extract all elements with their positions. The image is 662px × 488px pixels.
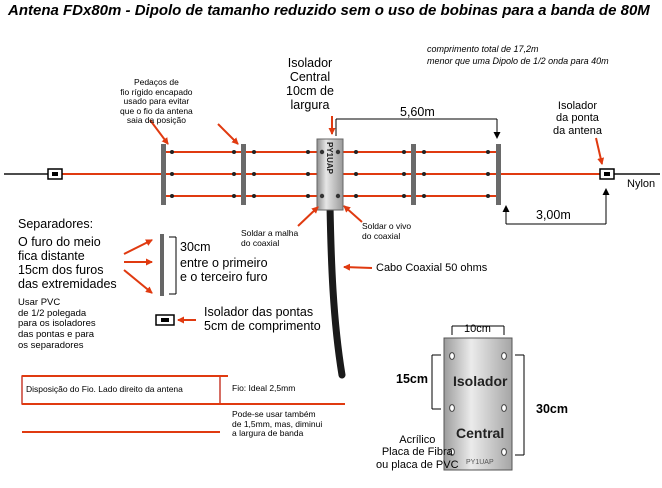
page-title: Antena FDx80m - Dipolo de tamanho reduzi…	[8, 2, 650, 19]
solder-center-label: Soldar o vivo do coaxial	[362, 221, 412, 241]
end-insulator-right	[599, 168, 615, 180]
wire-length-dimension: 5,60m	[400, 105, 435, 119]
spacer-length: 30cm	[180, 240, 211, 254]
wire-spec-label: Fio: Ideal 2,5mm	[232, 383, 296, 393]
spacer-illustration	[160, 234, 164, 296]
insulator-detail	[443, 337, 513, 471]
insulator-hole-spacing-label: 15cm	[396, 372, 428, 386]
wire-layout-label: Disposição do Fio. Lado direito da anten…	[26, 384, 183, 394]
tip-insulator-note: Isolador das pontas 5cm de comprimento	[204, 305, 321, 333]
wire-layout-box	[21, 375, 345, 433]
rigid-wire-label: Pedaços de fio rígido encapado usado par…	[120, 77, 193, 126]
pvc-material-note: Usar PVC de 1/2 polegada para os isolado…	[18, 297, 96, 351]
insulator-width-label: 10cm	[464, 323, 491, 335]
callsign-label: PY1UAP	[324, 142, 334, 175]
nylon-length-dimension: 3,00m	[536, 208, 571, 222]
nylon-label: Nylon	[627, 178, 656, 190]
solder-shield-label: Soldar a malha do coaxial	[241, 228, 299, 248]
wire-alternative-note: Pode-se usar também de 1,5mm, mas, dimin…	[232, 409, 323, 439]
insulator-text-bottom: Central	[456, 425, 505, 441]
width-bracket	[451, 325, 505, 335]
spacer-hole-spacing: entre o primeiro e o terceiro furo	[180, 256, 268, 284]
center-insulator-label: Isolador Central 10cm de largura	[286, 56, 334, 112]
tip-insulator-label: Isolador da ponta da antena	[553, 100, 602, 137]
hole-spacing-bracket	[431, 354, 441, 410]
center-insulator-holes	[319, 149, 341, 199]
height-bracket	[515, 354, 525, 456]
comparison-note: menor que uma Dipolo de 1/2 onda para 40…	[427, 56, 609, 66]
insulator-text-top: Isolador	[453, 373, 508, 389]
end-insulator-left	[47, 168, 63, 180]
total-length-note: comprimento total de 17,2m	[427, 44, 539, 54]
insulator-detail-holes	[449, 352, 507, 456]
callout-arrows	[123, 116, 605, 324]
spacers-description: O furo do meio fica distante 15cm dos fu…	[18, 235, 117, 291]
coax-cable-label: Cabo Coaxial 50 ohms	[376, 262, 488, 274]
coax-cable	[326, 201, 346, 379]
insulator-material-note: Acrílico Placa de Fibra ou placa de PVC	[376, 434, 459, 471]
spacers-heading: Separadores:	[18, 217, 94, 231]
wire-knots	[170, 150, 490, 198]
insulator-height-label: 30cm	[536, 402, 568, 416]
spacer	[161, 144, 501, 205]
tip-insulator-illustration	[155, 314, 175, 326]
insulator-callsign: PY1UAP	[466, 459, 494, 466]
spacer-bracket	[169, 236, 177, 295]
